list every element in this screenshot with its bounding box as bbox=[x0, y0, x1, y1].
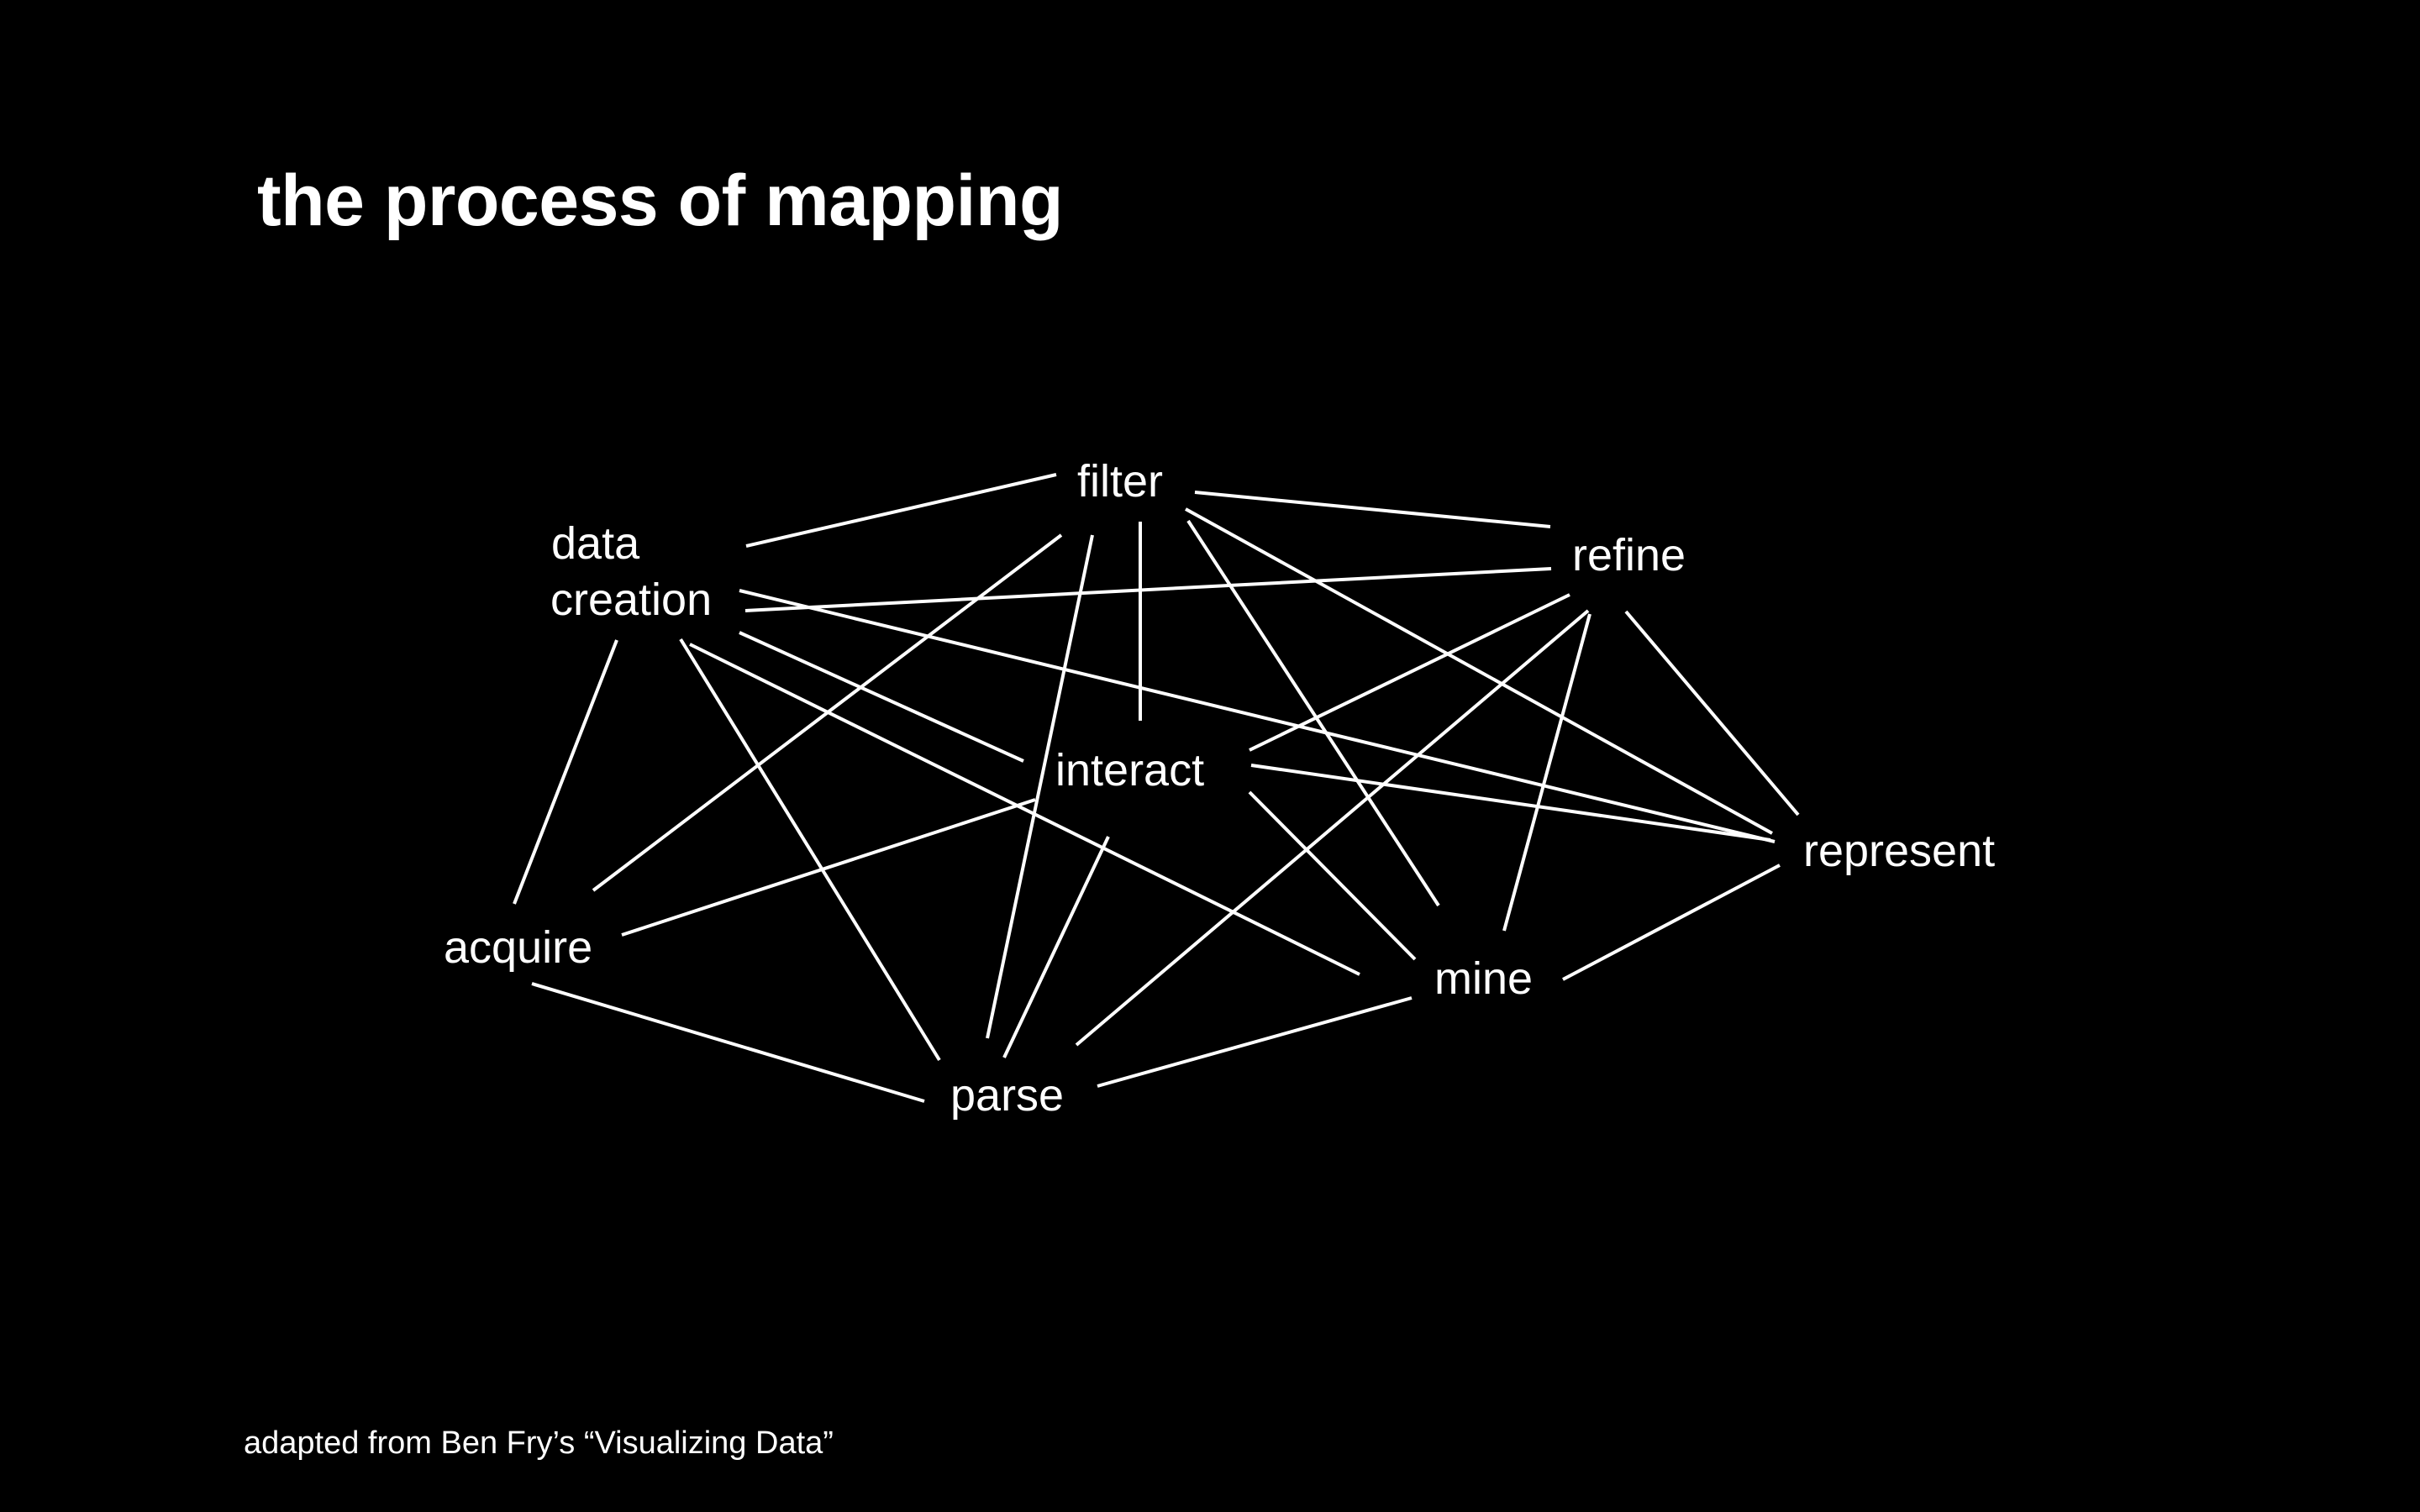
edge-data-creation-represent bbox=[739, 589, 1776, 843]
edge-interact-mine bbox=[1248, 790, 1417, 961]
edge-filter-refine bbox=[1194, 491, 1551, 528]
node-label-filter: filter bbox=[1077, 456, 1163, 507]
node-label-acquire: acquire bbox=[444, 922, 592, 973]
node-label-interact: interact bbox=[1055, 745, 1204, 795]
edge-filter-parse bbox=[986, 534, 1094, 1039]
edge-refine-parse bbox=[1075, 609, 1590, 1047]
edge-acquire-parse bbox=[531, 982, 925, 1103]
node-label-refine: refine bbox=[1572, 530, 1686, 580]
node-label-parse: parse bbox=[950, 1070, 1064, 1121]
edge-interact-represent bbox=[1250, 764, 1771, 842]
node-label-represent: represent bbox=[1803, 826, 1995, 876]
edge-data-creation-refine bbox=[744, 567, 1552, 612]
edge-data-creation-filter bbox=[745, 473, 1057, 548]
edge-refine-represent bbox=[1624, 610, 1800, 816]
node-label-data: data bbox=[551, 518, 640, 569]
slide-title: the process of mapping bbox=[257, 160, 1064, 241]
edge-represent-mine bbox=[1562, 864, 1781, 981]
edge-data-creation-acquire bbox=[513, 639, 618, 905]
edge-data-creation-parse bbox=[679, 638, 941, 1062]
diagram-node-labels: filter data creation refine interact rep… bbox=[444, 456, 1995, 1121]
node-label-mine: mine bbox=[1434, 953, 1533, 1004]
edge-data-creation-interact bbox=[739, 631, 1024, 763]
edge-filter-mine bbox=[1186, 519, 1440, 907]
edge-interact-parse bbox=[1002, 836, 1110, 1058]
edge-mine-parse bbox=[1097, 996, 1413, 1088]
edge-filter-acquire bbox=[592, 533, 1063, 892]
node-label-creation: creation bbox=[550, 575, 712, 625]
edge-filter-represent bbox=[1185, 507, 1773, 835]
edge-interact-acquire bbox=[621, 798, 1036, 937]
source-footnote: adapted from Ben Fry’s “Visualizing Data… bbox=[244, 1425, 834, 1461]
edge-refine-interact bbox=[1249, 593, 1570, 752]
edge-data-creation-mine bbox=[689, 643, 1360, 976]
edge-refine-mine bbox=[1502, 613, 1591, 932]
diagram-edges bbox=[513, 473, 1800, 1103]
